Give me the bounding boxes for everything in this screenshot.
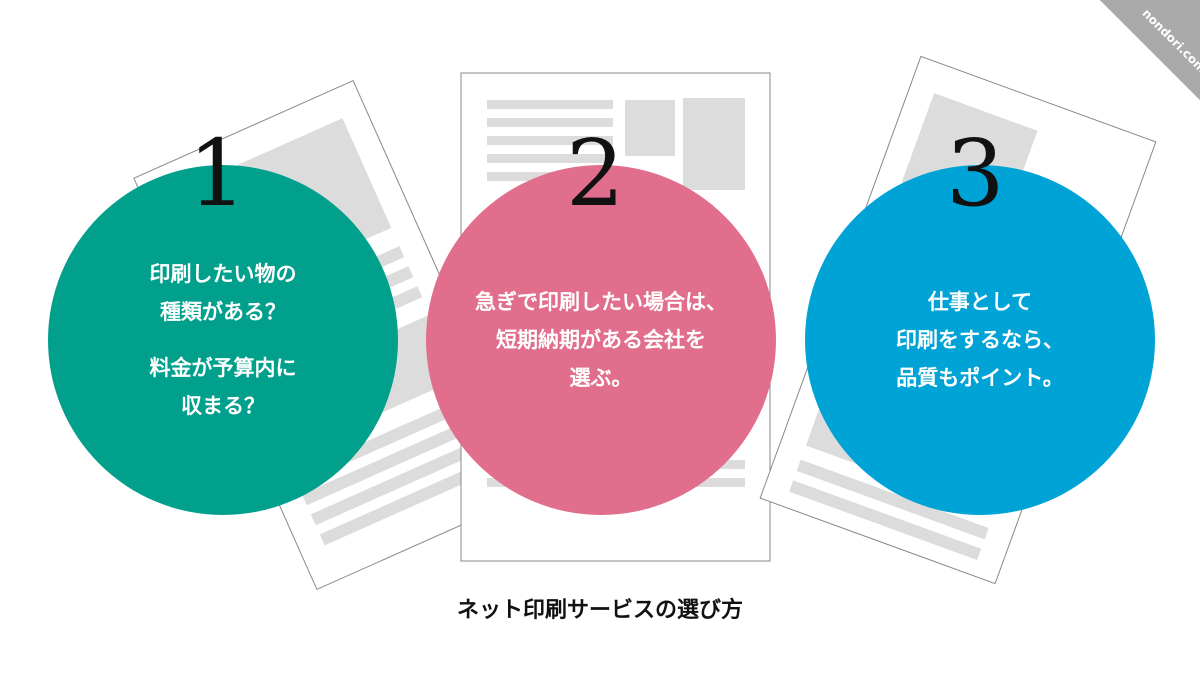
step-1-circle: 印刷したい物の 種類がある？ 料金が予算内に 収まる？	[48, 165, 398, 515]
caption: ネット印刷サービスの選び方	[456, 598, 743, 623]
step-2-text: 急ぎで印刷したい場合は、	[475, 290, 727, 314]
watermark-corner: nondori.com	[1100, 0, 1200, 100]
step-1-text: 種類がある？	[160, 300, 286, 324]
step-1-text: 印刷したい物の	[149, 262, 297, 286]
watermark-text: nondori.com	[1139, 6, 1200, 76]
step-1-text: 料金が予算内に	[149, 356, 297, 380]
step-2-circle: 急ぎで印刷したい場合は、 短期納期がある会社を 選ぶ。	[426, 165, 776, 515]
step-3-text: 印刷をするなら、	[896, 328, 1064, 352]
step-3-number: 3	[946, 120, 1005, 227]
step-3-text: 品質もポイント。	[896, 366, 1064, 390]
step-2-text: 選ぶ。	[569, 366, 633, 390]
step-2-text: 短期納期がある会社を	[496, 328, 706, 352]
step-1-number: 1	[188, 120, 247, 227]
step-2-number: 2	[566, 120, 625, 227]
step-3-text: 仕事として	[927, 290, 1033, 314]
step-3-circle: 仕事として 印刷をするなら、 品質もポイント。	[805, 165, 1155, 515]
step-1-text: 収まる？	[181, 394, 265, 418]
